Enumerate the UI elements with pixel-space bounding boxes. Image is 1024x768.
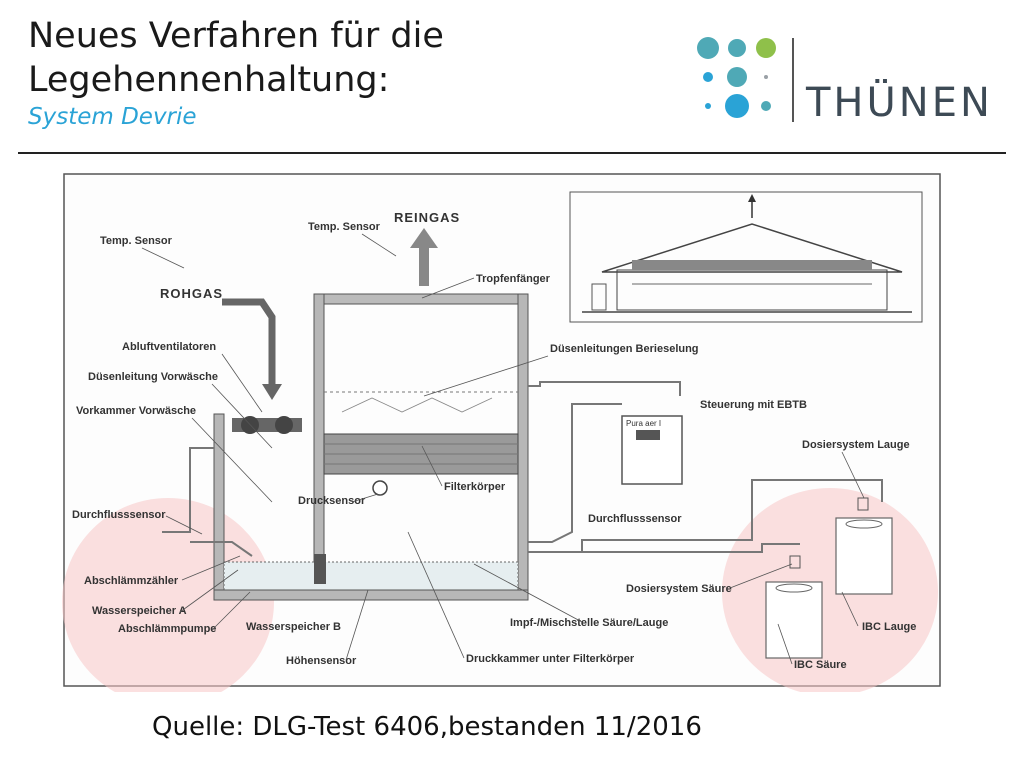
label-wasserspeicher-a: Wasserspeicher A bbox=[92, 605, 187, 617]
label-impf-mischstelle: Impf-/Mischstelle Säure/Lauge bbox=[510, 617, 668, 629]
leader-lines bbox=[141, 233, 865, 665]
label-reingas: REINGAS bbox=[394, 210, 460, 225]
header-divider bbox=[18, 152, 1006, 154]
reingas-arrow bbox=[410, 228, 438, 286]
label-druckkammer: Druckkammer unter Filterkörper bbox=[466, 653, 635, 665]
label-duesenleitungen-berieselung: Düsenleitungen Berieselung bbox=[550, 343, 699, 355]
logo-dots bbox=[697, 37, 776, 118]
page-title: Neues Verfahren für die Legehennenhaltun… bbox=[28, 14, 444, 102]
logo-text: THÜNEN bbox=[805, 78, 993, 126]
label-dosiersystem-lauge: Dosiersystem Lauge bbox=[802, 439, 910, 451]
label-hoehensensor: Höhensensor bbox=[286, 655, 357, 667]
label-drucksensor: Drucksensor bbox=[298, 495, 366, 507]
label-abluftventilatoren: Abluftventilatoren bbox=[122, 341, 216, 353]
control-cabinet: Pura aer I bbox=[621, 415, 683, 485]
label-temp-sensor-top: Temp. Sensor bbox=[308, 221, 381, 233]
label-vorkammer-vorwaesche: Vorkammer Vorwäsche bbox=[76, 405, 196, 417]
label-ibc-saeure: IBC Säure bbox=[794, 659, 847, 671]
pura-aer-label: Pura aer I bbox=[626, 419, 661, 428]
exhaust-fans bbox=[232, 416, 302, 434]
label-ibc-lauge: IBC Lauge bbox=[862, 621, 916, 633]
title-line-2: Legehennenhaltung: bbox=[28, 60, 390, 100]
label-wasserspeicher-b: Wasserspeicher B bbox=[246, 621, 341, 633]
page-subtitle: System Devrie bbox=[28, 104, 197, 130]
label-duesenleitung-vorwaesche: Düsenleitung Vorwäsche bbox=[88, 371, 218, 383]
prewash-basin bbox=[213, 413, 529, 601]
label-abschlaemmzaehler: Abschlämmzähler bbox=[84, 575, 179, 587]
filter-tower bbox=[313, 293, 529, 595]
pressure-gauge bbox=[372, 480, 388, 496]
pipes bbox=[162, 381, 883, 557]
thuenen-logo: THÜNEN bbox=[697, 37, 993, 126]
label-rohgas: ROHGAS bbox=[160, 286, 223, 301]
label-durchflusssensor-right: Durchflusssensor bbox=[588, 513, 682, 525]
source-citation: Quelle: DLG-Test 6406,bestanden 11/2016 bbox=[152, 712, 702, 742]
barn-inset bbox=[569, 191, 923, 323]
label-filterkoerper: Filterkörper bbox=[444, 481, 506, 493]
biofilter-diagram: Pura aer I Temp. Sensor Temp. Sensor REI… bbox=[62, 173, 941, 692]
label-temp-sensor-left: Temp. Sensor bbox=[100, 235, 173, 247]
label-dosiersystem-saeure: Dosiersystem Säure bbox=[626, 583, 732, 595]
title-line-1: Neues Verfahren für die bbox=[28, 16, 444, 56]
label-durchflusssensor-left: Durchflusssensor bbox=[72, 509, 166, 521]
ibc-containers bbox=[765, 497, 893, 659]
label-steuerung: Steuerung mit EBTB bbox=[700, 399, 807, 411]
label-abschlaemmpumpe: Abschlämmpumpe bbox=[118, 623, 216, 635]
rohgas-arrow bbox=[222, 298, 282, 400]
label-tropfenfaenger: Tropfenfänger bbox=[476, 273, 551, 285]
